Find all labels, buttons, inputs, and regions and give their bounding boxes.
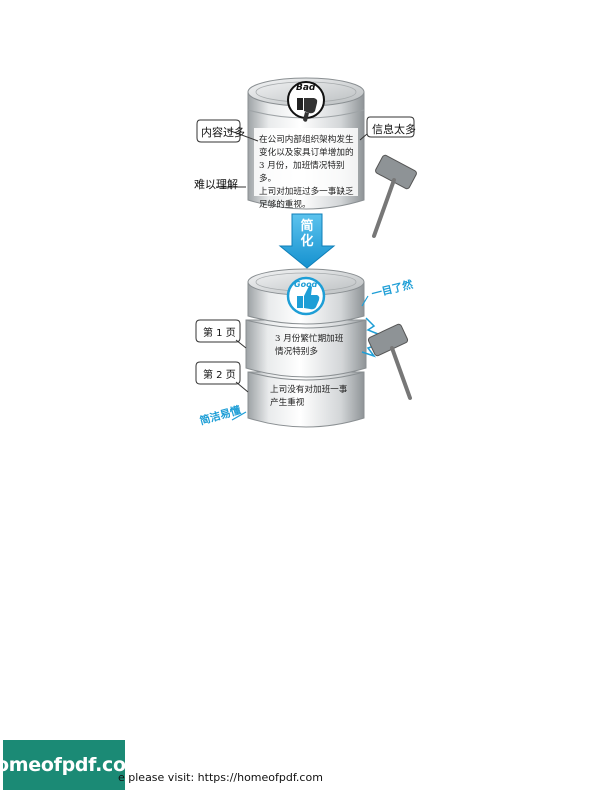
- glance-pointer: [361, 295, 369, 307]
- callout-too-much-info: 信息太多: [372, 123, 416, 136]
- simplify-label: 简 化: [299, 219, 315, 249]
- top-cylinder: [247, 77, 365, 210]
- callout-hard-to-understand: 难以理解: [194, 178, 238, 191]
- page2-text-line: 上司没有对加班一事: [270, 385, 348, 395]
- top-text-line: 变化以及家具订单增加的: [259, 148, 354, 158]
- page1-text-line: 情况特别多: [275, 347, 318, 357]
- bad-badge-label: Bad: [296, 83, 316, 93]
- callout-too-much-content: 内容过多: [201, 126, 245, 139]
- top-cylinder-text: 在公司内部组织架构发生 变化以及家具订单增加的 3 月份，加班情况特别多。 上司…: [259, 134, 359, 212]
- top-text-line: 足够的重视。: [259, 200, 311, 210]
- page2-bubble: [195, 361, 241, 385]
- page1-bubble: [195, 319, 241, 343]
- concise-pointer: [231, 411, 247, 421]
- simplify-char-2: 化: [300, 234, 314, 249]
- simplify-arrow: [278, 213, 336, 269]
- page2-pointer: [235, 381, 249, 393]
- top-text-line: 3 月份，加班情况特别多。: [259, 161, 345, 184]
- hammer-icon-bottom: [361, 317, 412, 400]
- page1-label: 第 1 页: [203, 328, 236, 339]
- good-thumbs-up-icon: [286, 276, 326, 316]
- footer-visit-link[interactable]: e please visit: https://homeofpdf.com: [118, 771, 323, 784]
- simplify-char-1: 简: [300, 219, 314, 234]
- callout-line-right: [359, 133, 368, 141]
- page1-text: 3 月份繁忙期加班 情况特别多: [275, 333, 365, 359]
- page1-text-line: 3 月份繁忙期加班: [275, 334, 344, 344]
- callout-bubble-right: [366, 116, 415, 138]
- page2-text: 上司没有对加班一事 产生重视: [270, 384, 366, 410]
- page2-label: 第 2 页: [203, 370, 236, 381]
- callout-line-left-1: [227, 129, 259, 142]
- hammer-icon-top: [372, 154, 417, 238]
- page2-text-line: 产生重视: [270, 398, 305, 408]
- top-text-line: 在公司内部组织架构发生: [259, 135, 354, 145]
- good-badge-label: Good: [294, 280, 318, 289]
- footer-logo[interactable]: homeofpdf.com: [0, 740, 146, 790]
- page1-pointer: [235, 339, 247, 349]
- bad-thumbs-down-icon: [287, 81, 325, 122]
- callout-bubble-left: [196, 119, 241, 143]
- top-text-line: 上司对加班过多一事缺乏: [259, 187, 354, 197]
